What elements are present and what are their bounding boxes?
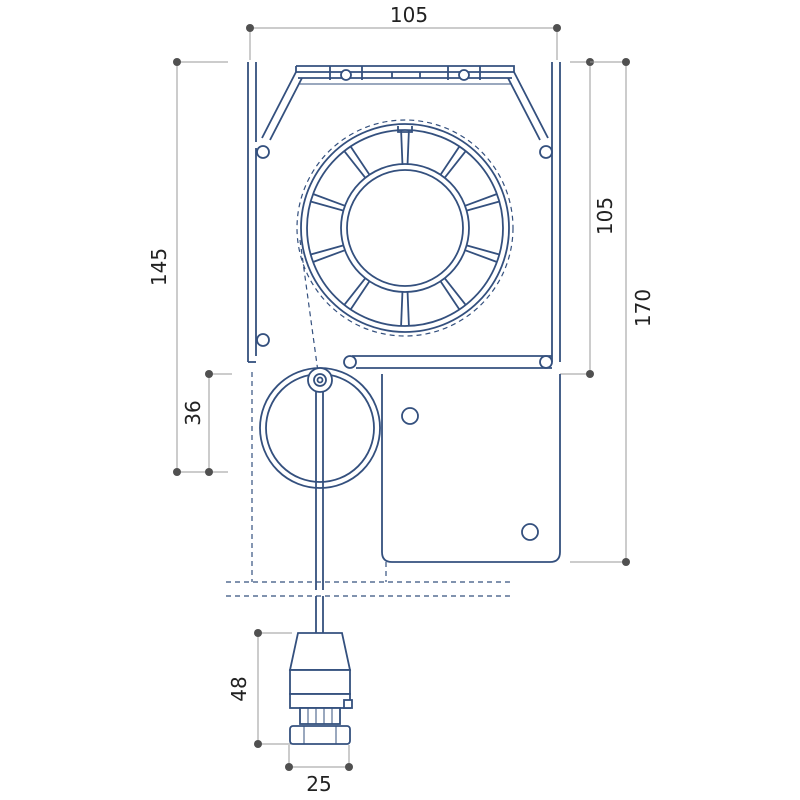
pull-ring bbox=[259, 367, 381, 489]
pulley-spoke bbox=[464, 193, 498, 207]
pulley-spoke bbox=[443, 150, 467, 179]
pulley-spoke bbox=[439, 145, 461, 176]
dim-label-right-inner-height: 105 bbox=[593, 197, 617, 235]
pulley-spoke bbox=[349, 280, 371, 311]
dimension-right-inner-height: 105 bbox=[560, 58, 617, 378]
dim-label-top-width: 105 bbox=[390, 3, 428, 27]
pulley-spoke bbox=[400, 130, 404, 165]
dim-label-motor-height: 48 bbox=[227, 676, 251, 701]
pulley-spoke bbox=[312, 249, 346, 263]
pulley-spoke bbox=[400, 291, 404, 326]
side-bracket bbox=[381, 374, 561, 563]
pulley-spoke bbox=[310, 244, 344, 256]
dimension-right-outer-height: 170 bbox=[570, 58, 655, 566]
dimension-motor-width: 25 bbox=[285, 745, 353, 796]
pulley-spoke bbox=[312, 193, 346, 207]
pulley-spoke bbox=[439, 280, 461, 311]
dimension-motor-height: 48 bbox=[227, 629, 292, 748]
pulley-spoke bbox=[406, 130, 410, 165]
pulley-spoke bbox=[464, 249, 498, 263]
pulley-spoke bbox=[343, 150, 367, 179]
pulley-spoke bbox=[466, 200, 500, 212]
dim-label-right-outer-height: 170 bbox=[631, 289, 655, 327]
pulley-spoke bbox=[310, 200, 344, 212]
dim-label-left-outer-height: 145 bbox=[147, 248, 171, 286]
guide-lines bbox=[226, 372, 512, 597]
dimension-top-width: 105 bbox=[246, 3, 561, 60]
pulley-spoke bbox=[343, 277, 367, 306]
dim-label-left-inner-height: 36 bbox=[181, 400, 205, 425]
pulley-spoke bbox=[466, 244, 500, 256]
dimension-left-outer-height: 145 bbox=[147, 58, 228, 476]
motor-connector bbox=[288, 632, 353, 745]
belt-line bbox=[299, 239, 319, 373]
pulley-spoke bbox=[349, 145, 371, 176]
pulley-wheel bbox=[296, 119, 514, 337]
pulley-spoke bbox=[443, 277, 467, 306]
dimension-left-inner-height: 36 bbox=[181, 370, 232, 476]
pulley-spoke bbox=[406, 291, 410, 326]
pull-rod bbox=[315, 392, 324, 590]
housing-frame bbox=[247, 62, 561, 369]
dim-label-motor-width: 25 bbox=[306, 772, 331, 796]
